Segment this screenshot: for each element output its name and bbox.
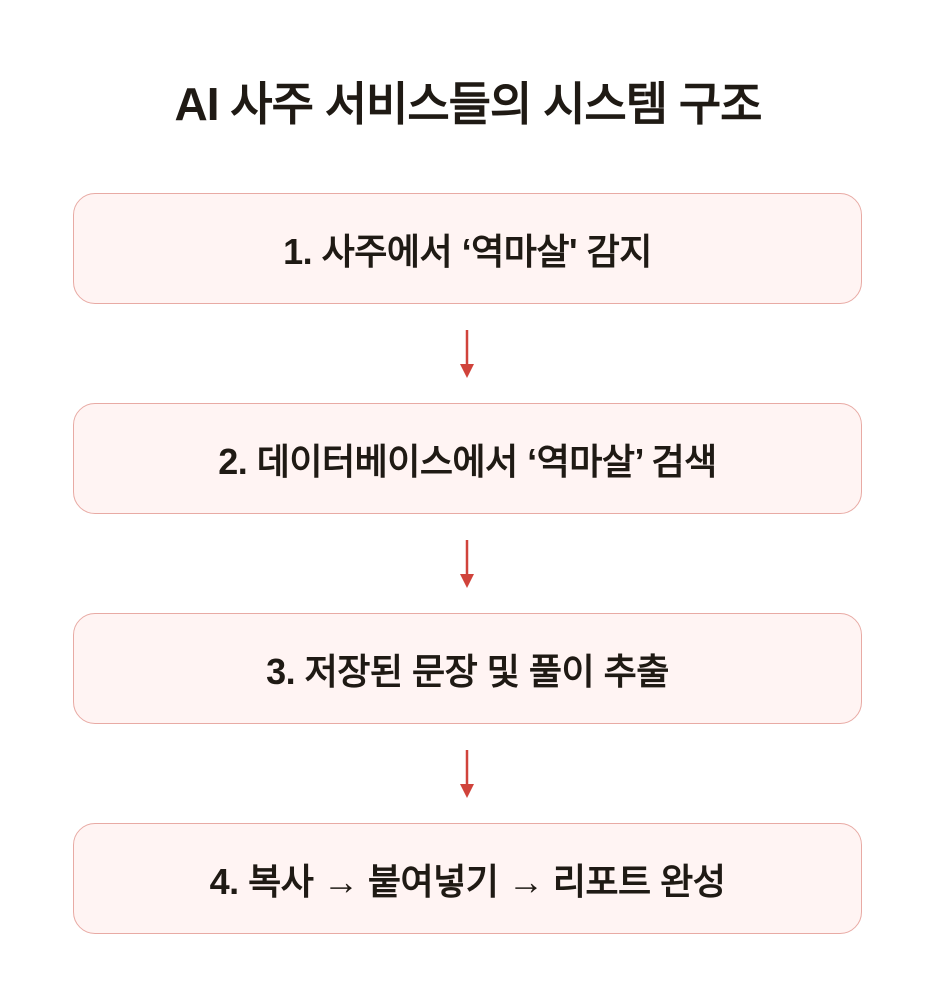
step-label: 1. 사주에서 ‘역마살' 감지 (283, 230, 652, 272)
down-arrow-icon (460, 540, 474, 588)
step-label: 2. 데이터베이스에서 ‘역마살’ 검색 (218, 440, 717, 482)
step-label: 3. 저장된 문장 및 풀이 추출 (266, 650, 669, 692)
step-box-1: 1. 사주에서 ‘역마살' 감지 (73, 193, 862, 304)
step-label: 4. 복사 → 붙여넣기 → 리포트 완성 (209, 860, 726, 902)
diagram-title: AI 사주 서비스들의 시스템 구조 (174, 78, 763, 130)
step-box-4: 4. 복사 → 붙여넣기 → 리포트 완성 (73, 823, 862, 934)
step-box-2: 2. 데이터베이스에서 ‘역마살’ 검색 (73, 403, 862, 514)
step-box-3: 3. 저장된 문장 및 풀이 추출 (73, 613, 862, 724)
down-arrow-icon (460, 750, 474, 798)
down-arrow-icon (460, 330, 474, 378)
